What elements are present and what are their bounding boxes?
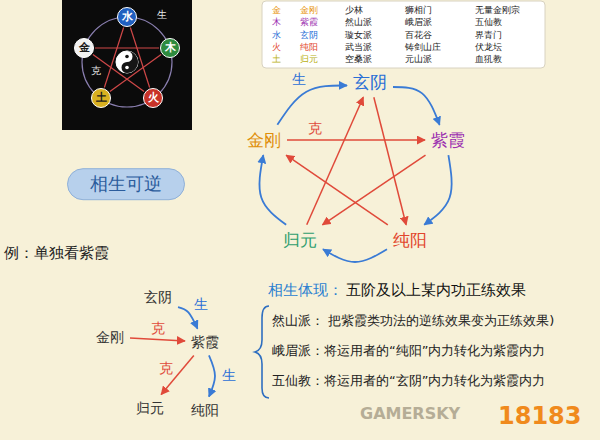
element-name: 归元 [134,399,166,418]
element-ring [82,17,172,107]
table-cell: 然山派 [345,17,372,28]
edge-label: 克 [149,321,167,336]
edge-label: 生 [192,297,210,312]
table-cell: 金刚 [300,5,318,16]
connector [287,139,425,141]
connector [277,85,347,124]
table-cell: 无量金刚宗 [475,5,520,16]
node-text: 金 [79,41,90,54]
node-text: 纯阳 [393,230,427,250]
effect-line: 五仙教：将运用者的“玄阴”内力转化为紫霞内力 [272,373,545,389]
element-name: 纯阳 [391,229,429,251]
node-text: 火 [148,91,159,104]
effect-line: 然山派： 把紫霞类功法的逆练效果变为正练效果) [272,313,554,329]
connector [209,355,215,396]
table-cell: 伏龙坛 [475,42,502,53]
edge-label: 克 [157,361,175,376]
edge-label: 生 [220,368,238,383]
table-cell: 元山派 [405,54,432,65]
node-text: 金刚 [96,329,124,346]
element-name: 玄阴 [142,288,174,307]
table-cell: 少林 [345,5,363,16]
connector [424,155,451,225]
element-name: 紫霞 [189,333,221,352]
table-cell: 纯阳 [300,42,318,53]
connector [307,97,364,225]
node-text: 玄阴 [353,72,387,92]
relation-mark: 克 [90,65,102,77]
table-cell: 铸剑山庄 [405,42,441,53]
element-circle: 金 [74,38,94,58]
element-name: 归元 [281,229,319,251]
node-text: 相生可逆 [90,173,162,195]
element-panel [62,0,192,130]
effect-line: 峨眉派：将运用者的“纯阳”内力转化为紫霞内力 [272,343,545,359]
connector [286,155,388,225]
edge-label: 克 [306,121,324,136]
watermark-logo: 18183 [498,402,582,431]
table-cell: 玄阴 [300,30,318,41]
table-cell: 百花谷 [405,30,432,41]
connector [130,338,185,341]
table-panel [262,1,545,68]
table-cell: 璇女派 [345,30,372,41]
element-circle: 水 [117,7,137,27]
node-text: 玄阴 [144,289,172,306]
table-cell: 金 [272,5,281,16]
table-cell: 峨眉派 [405,17,432,28]
table-cell: 狮相门 [405,5,432,16]
node-text: 土 [96,91,107,104]
element-name: 金刚 [245,129,283,151]
yin-yang-dot [125,55,129,59]
note-heading: 相生体现： [268,281,343,299]
table-cell: 木 [272,17,281,28]
table-cell: 归元 [300,54,318,65]
element-name: 纯阳 [189,401,221,420]
node-text: 纯阳 [191,402,219,419]
example-note: 例：单独看紫霞 [4,244,109,262]
element-name: 紫霞 [429,129,467,151]
yin-yang-dot [125,66,129,70]
connector [393,87,440,125]
topic-box: 相生可逆 [67,168,185,200]
yin-yang-disc [116,51,138,73]
node-text: 归元 [283,230,317,250]
connector [323,249,387,262]
table-cell: 土 [272,54,281,65]
connector [104,27,123,87]
relation-mark: 生 [156,9,168,21]
element-circle: 火 [143,88,163,108]
node-text: 紫霞 [191,334,219,351]
element-circle: 木 [160,38,180,58]
element-circle: 土 [91,88,111,108]
watermark: GAMERSKY [360,404,460,423]
table-cell: 武当派 [345,42,372,53]
table-cell: 紫霞 [300,17,318,28]
connector [259,155,286,225]
connector [130,27,149,87]
element-name: 玄阴 [351,71,389,93]
edge-label: 生 [290,73,308,88]
element-name: 金刚 [94,328,126,347]
connector [95,47,159,48]
yin-yang-half [122,51,138,73]
table-cell: 空桑派 [345,54,372,65]
table-cell: 水 [272,30,281,41]
note-text: 五阶及以上某内功正练效果 [346,281,526,299]
table-cell: 血犼教 [475,54,502,65]
node-text: 紫霞 [431,130,465,150]
brace [255,306,269,398]
node-text: 水 [122,10,133,23]
table-cell: 五仙教 [475,17,502,28]
table-cell: 火 [272,42,281,53]
table-cell: 界青门 [475,30,502,41]
connector [374,97,406,225]
node-text: 金刚 [247,130,281,150]
node-text: 归元 [136,400,164,417]
yin-yang-symbol [116,51,138,73]
node-text: 木 [165,41,176,54]
